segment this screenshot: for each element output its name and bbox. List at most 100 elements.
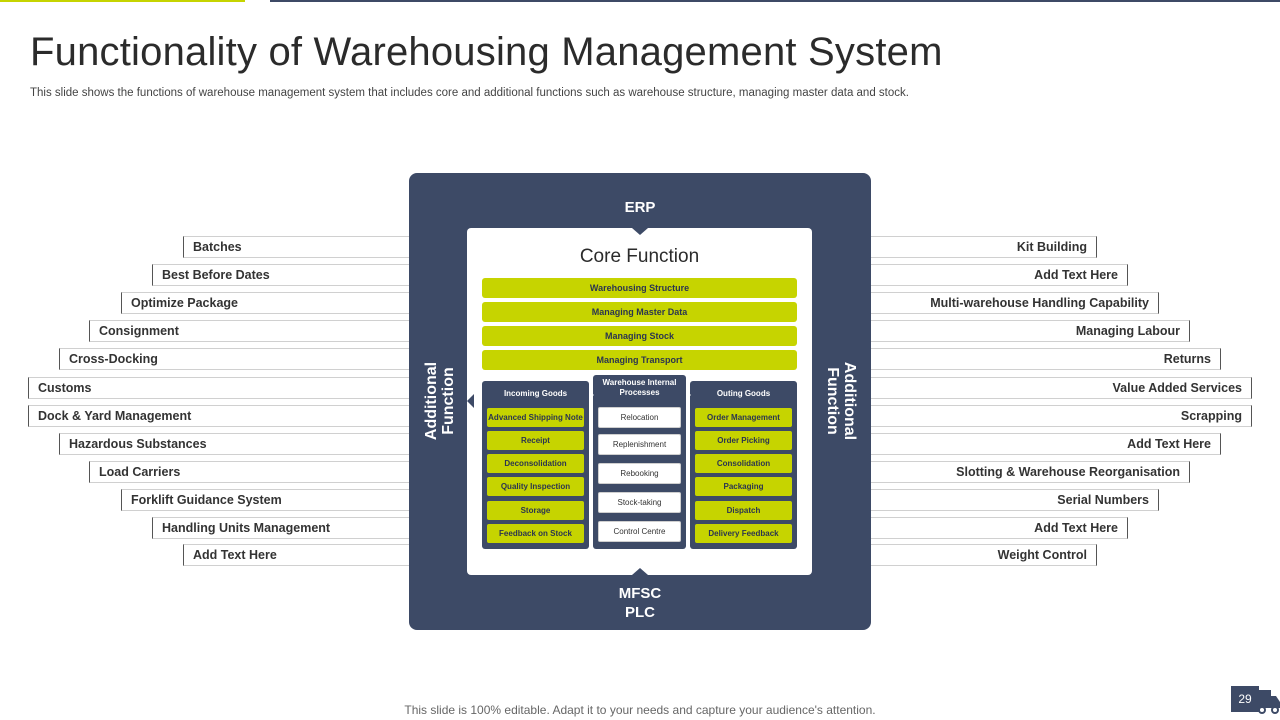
left-function-row: Add Text Here	[183, 544, 409, 566]
internal-process-item: Relocation	[598, 407, 681, 428]
left-function-row: Dock & Yard Management	[28, 405, 409, 427]
right-label-line-2: Function	[824, 367, 841, 435]
right-function-row: Kit Building	[871, 236, 1097, 258]
outgoing-goods-item: Order Picking	[695, 431, 792, 450]
right-function-row: Add Text Here	[871, 433, 1221, 455]
left-function-label: Best Before Dates	[162, 268, 270, 282]
left-function-label: Add Text Here	[193, 548, 277, 562]
incoming-goods-item: Receipt	[487, 431, 584, 450]
left-function-label: Hazardous Substances	[69, 437, 207, 451]
right-function-label: Add Text Here	[1034, 521, 1118, 535]
left-function-row: Forklift Guidance System	[121, 489, 409, 511]
plc-label: PLC	[625, 604, 655, 621]
internal-process-item: Control Centre	[598, 521, 681, 542]
outgoing-goods-header: Outing Goods	[716, 389, 771, 398]
right-function-row: Returns	[871, 348, 1221, 370]
mfsc-label: MFSC	[618, 585, 662, 602]
top-divider-line	[270, 0, 1280, 2]
right-function-row: Add Text Here	[871, 517, 1128, 539]
incoming-goods-item: Advanced Shipping Note	[487, 408, 584, 427]
internal-header-line-2: Processes	[619, 388, 660, 397]
left-function-row: Best Before Dates	[152, 264, 409, 286]
left-function-label: Cross-Docking	[69, 352, 158, 366]
left-label-line-2: Function	[440, 367, 457, 435]
internal-process-item: Stock-taking	[598, 492, 681, 513]
right-function-label: Add Text Here	[1034, 268, 1118, 282]
incoming-goods-item: Quality Inspection	[487, 477, 584, 496]
left-function-row: Hazardous Substances	[59, 433, 409, 455]
incoming-goods-column: Incoming Goods Advanced Shipping Note Re…	[482, 381, 589, 549]
left-function-label: Optimize Package	[131, 296, 238, 310]
internal-process-item: Rebooking	[598, 463, 681, 484]
right-function-label: Returns	[1163, 352, 1211, 366]
left-function-row: Consignment	[89, 320, 409, 342]
right-function-label: Scrapping	[1180, 409, 1242, 423]
notch-up-icon	[632, 568, 648, 575]
slide-subtitle: This slide shows the functions of wareho…	[30, 87, 909, 99]
left-function-label: Dock & Yard Management	[38, 409, 192, 423]
right-function-row: Scrapping	[871, 405, 1252, 427]
right-function-row: Weight Control	[871, 544, 1097, 566]
left-additional-function-label: Additional Function	[423, 362, 457, 440]
outgoing-goods-item: Order Management	[695, 408, 792, 427]
right-function-row: Managing Labour	[871, 320, 1190, 342]
left-function-row: Cross-Docking	[59, 348, 409, 370]
wms-diagram-frame: ERP Additional Function Additional Funct…	[409, 173, 871, 630]
erp-label: ERP	[624, 199, 656, 216]
right-function-label: Multi-warehouse Handling Capability	[930, 296, 1149, 310]
right-function-row: Serial Numbers	[871, 489, 1159, 511]
incoming-goods-item: Deconsolidation	[487, 454, 584, 473]
internal-processes-column: Warehouse Internal Processes Relocation …	[593, 375, 686, 549]
left-function-label: Load Carriers	[99, 465, 181, 479]
core-bar: Managing Master Data	[482, 302, 797, 322]
left-function-row: Customs	[28, 377, 409, 399]
right-function-label: Kit Building	[1016, 240, 1087, 254]
mfsc-plc-label: MFSC PLC	[409, 584, 871, 622]
outgoing-goods-item: Dispatch	[695, 501, 792, 520]
notch-right-icon	[812, 394, 819, 408]
left-function-label: Customs	[38, 381, 92, 395]
left-function-row: Handling Units Management	[152, 517, 409, 539]
right-function-label: Managing Labour	[1075, 324, 1180, 338]
core-bar: Warehousing Structure	[482, 278, 797, 298]
top-accent-bar	[0, 0, 245, 2]
left-label-line-1: Additional	[423, 361, 440, 441]
outgoing-goods-item: Consolidation	[695, 454, 792, 473]
notch-down-icon	[632, 228, 648, 235]
core-function-panel: Core Function Warehousing Structure Mana…	[467, 228, 812, 575]
arrow-right-icon	[589, 391, 594, 399]
core-function-title: Core Function	[579, 246, 700, 267]
internal-processes-header: Warehouse Internal Processes	[593, 378, 686, 398]
outgoing-goods-item: Delivery Feedback	[695, 524, 792, 543]
left-function-label: Forklift Guidance System	[131, 493, 282, 507]
internal-process-item: Replenishment	[598, 434, 681, 455]
left-function-label: Handling Units Management	[162, 521, 331, 535]
arrow-right-icon	[686, 391, 691, 399]
footer-note: This slide is 100% editable. Adapt it to…	[404, 703, 876, 717]
core-bar: Managing Stock	[482, 326, 797, 346]
internal-header-line-1: Warehouse Internal	[602, 378, 677, 387]
right-function-row: Add Text Here	[871, 264, 1128, 286]
right-function-row: Value Added Services	[871, 377, 1252, 399]
right-function-label: Serial Numbers	[1057, 493, 1149, 507]
truck-icon	[1258, 690, 1280, 714]
incoming-goods-header: Incoming Goods	[503, 389, 568, 398]
slide-title: Functionality of Warehousing Management …	[30, 30, 943, 74]
left-function-row: Batches	[183, 236, 409, 258]
incoming-goods-item: Feedback on Stock	[487, 524, 584, 543]
notch-left-icon	[467, 394, 474, 408]
left-function-label: Batches	[193, 240, 242, 254]
right-function-label: Add Text Here	[1127, 437, 1211, 451]
page-number: 29	[1231, 686, 1259, 712]
left-function-row: Optimize Package	[121, 292, 409, 314]
right-function-row: Multi-warehouse Handling Capability	[871, 292, 1159, 314]
outgoing-goods-column: Outing Goods Order Management Order Pick…	[690, 381, 797, 549]
right-function-label: Value Added Services	[1112, 381, 1242, 395]
left-function-row: Load Carriers	[89, 461, 409, 483]
right-function-label: Slotting & Warehouse Reorganisation	[956, 465, 1180, 479]
right-function-label: Weight Control	[997, 548, 1087, 562]
outgoing-goods-item: Packaging	[695, 477, 792, 496]
left-function-label: Consignment	[99, 324, 179, 338]
right-function-row: Slotting & Warehouse Reorganisation	[871, 461, 1190, 483]
right-additional-function-label: Additional Function	[824, 362, 858, 440]
